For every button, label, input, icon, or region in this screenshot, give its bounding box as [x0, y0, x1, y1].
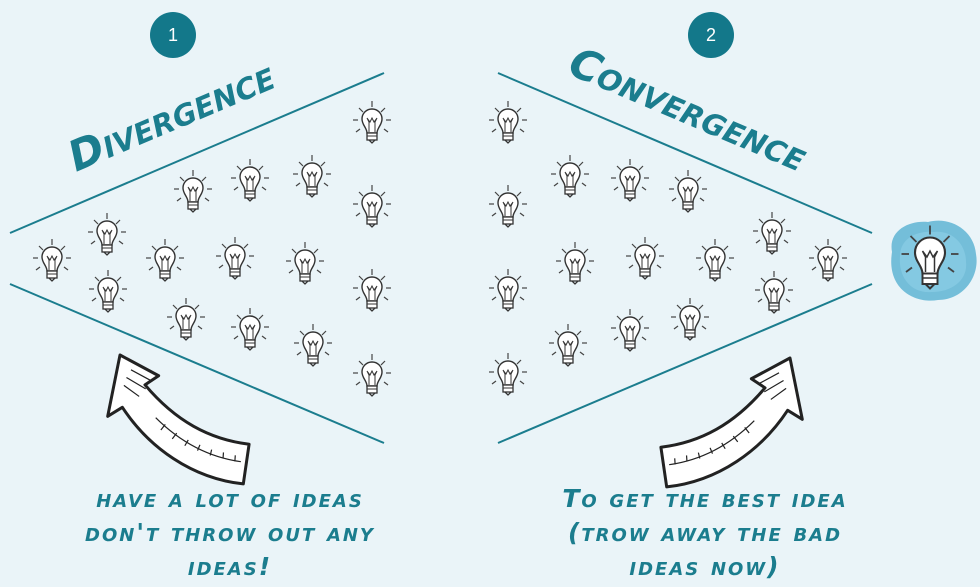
lightbulb-icon	[32, 238, 72, 282]
lightbulb-icon	[488, 352, 528, 396]
lightbulb-icon	[695, 238, 735, 282]
curved-arrow-icon	[653, 355, 808, 489]
step-badge-1: 1	[150, 12, 196, 58]
lightbulb-icon	[285, 241, 325, 285]
convergence-bottom-line	[497, 283, 873, 444]
lightbulb-icon	[488, 268, 528, 312]
lightbulb-icon	[352, 184, 392, 228]
convergence-caption-line-3: ideas now)	[629, 552, 781, 581]
convergence-caption-line-2: (trow away the bad	[567, 518, 843, 547]
lightbulb-icon	[230, 307, 270, 351]
lightbulb-icon	[215, 236, 255, 280]
lightbulb-icon	[488, 184, 528, 228]
divergence-top-line	[9, 72, 385, 234]
lightbulb-icon	[292, 154, 332, 198]
lightbulb-icon	[293, 323, 333, 367]
curved-arrow-icon	[102, 352, 257, 486]
lightbulb-icon	[230, 158, 270, 202]
lightbulb-icon	[352, 353, 392, 397]
lightbulb-icon	[625, 236, 665, 280]
lightbulb-icon	[173, 169, 213, 213]
lightbulb-icon	[555, 241, 595, 285]
lightbulb-icon	[808, 238, 848, 282]
lightbulb-icon	[752, 211, 792, 255]
convergence-caption: To get the best idea (trow away the bad …	[515, 482, 895, 584]
convergence-caption-line-1: To get the best idea	[562, 484, 848, 513]
highlighted-lightbulb-icon	[891, 220, 977, 301]
lightbulb-icon	[352, 268, 392, 312]
divergence-caption-line-2: don't throw out any	[85, 518, 375, 547]
lightbulb-icon	[352, 100, 392, 144]
lightbulb-icon	[166, 297, 206, 341]
lightbulb-icon	[488, 100, 528, 144]
lightbulb-icon	[550, 154, 590, 198]
divergence-caption-line-3: ideas!	[187, 552, 273, 581]
lightbulb-icon	[754, 270, 794, 314]
lightbulb-icon	[88, 269, 128, 313]
lightbulb-icon	[87, 212, 127, 256]
divergence-caption: have a lot of ideas don't throw out any …	[40, 482, 420, 584]
convergence-top-line	[497, 72, 873, 234]
lightbulb-icon	[668, 169, 708, 213]
lightbulb-icon	[548, 323, 588, 367]
lightbulb-icon	[610, 158, 650, 202]
divergence-bottom-line	[9, 283, 385, 444]
convergence-title: Convergence	[562, 37, 814, 181]
lightbulb-icon	[670, 297, 710, 341]
lightbulb-icon	[610, 308, 650, 352]
lightbulb-icon	[145, 238, 185, 282]
divergence-caption-line-1: have a lot of ideas	[96, 484, 364, 513]
step-badge-2: 2	[688, 12, 734, 58]
divergence-title: Divergence	[61, 50, 282, 181]
